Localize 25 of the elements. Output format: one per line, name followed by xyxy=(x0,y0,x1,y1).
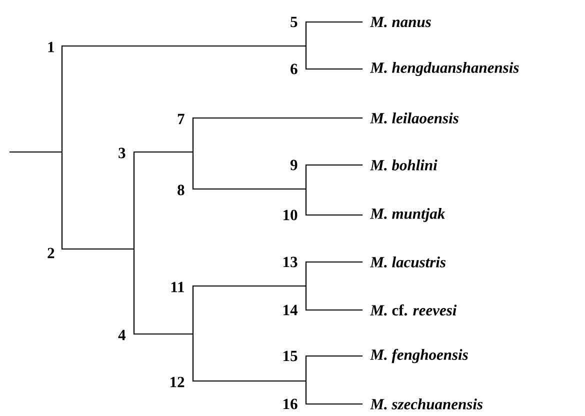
taxon-name: M. muntjak xyxy=(370,208,446,222)
branch-number: 5 xyxy=(290,16,298,28)
branch-number: 13 xyxy=(284,256,298,268)
branch-number: 16 xyxy=(284,398,298,410)
branch-number: 7 xyxy=(178,114,184,124)
branch-number: 6 xyxy=(290,64,298,74)
branch-number: 15 xyxy=(284,350,298,362)
branch-number: 12 xyxy=(170,376,184,388)
taxon-name: M. szechuanensis xyxy=(370,398,483,410)
branch-number: 2 xyxy=(48,248,54,258)
taxon-name: M. bohlini xyxy=(370,160,438,170)
taxon-name: M. hengduanshanensis xyxy=(370,62,519,76)
taxon-name: M. lacustris xyxy=(370,256,446,268)
branch-number: 4 xyxy=(118,330,126,340)
branch-number: 11 xyxy=(171,282,184,292)
taxon-name: M. leilaoensis xyxy=(370,112,458,124)
taxon-name: M. nanus xyxy=(370,16,431,28)
branch-number: 14 xyxy=(284,304,298,316)
branch-number: 8 xyxy=(178,184,184,196)
branch-number: 10 xyxy=(284,210,298,220)
branch-number: 3 xyxy=(118,148,126,158)
taxon-name: M. fenghoensis xyxy=(370,348,468,364)
branch-number: 9 xyxy=(290,160,298,170)
branch-number: 1 xyxy=(48,42,54,52)
taxon-name: M. cf. reevesi xyxy=(370,304,457,316)
